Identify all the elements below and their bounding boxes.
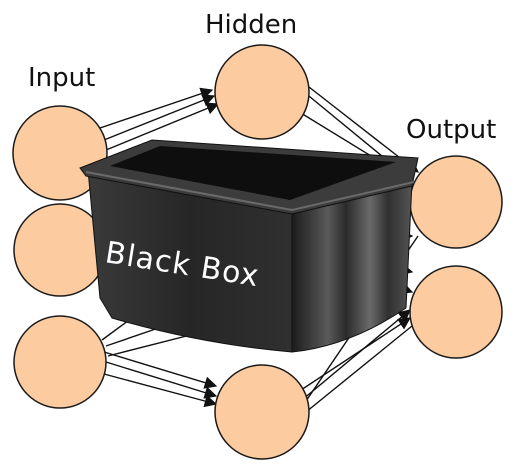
hidden-node-1 xyxy=(214,44,310,140)
input-node-3 xyxy=(13,315,107,409)
output-label: Output xyxy=(406,115,496,145)
output-node-1 xyxy=(409,155,503,249)
connections xyxy=(99,79,421,413)
black-box-front xyxy=(87,169,293,353)
input-label: Input xyxy=(28,63,95,93)
connection-input3-hidden2-c xyxy=(103,373,218,408)
connection-input1-hidden1-b xyxy=(105,102,220,151)
black-box: Black Box xyxy=(79,139,419,353)
connection-input3-hidden2-a xyxy=(103,351,218,389)
hidden-label: Hidden xyxy=(205,10,297,40)
connection-hidden2-output2-b xyxy=(297,317,412,393)
connection-input1-hidden1-c xyxy=(99,87,214,129)
hidden-node-2 xyxy=(214,364,310,460)
black-box-opening xyxy=(110,146,396,200)
input-node-1 xyxy=(12,105,108,201)
output-node-2 xyxy=(409,265,503,359)
black-box-rim-highlight xyxy=(85,171,415,212)
connection-input1-hidden1-a xyxy=(103,94,216,141)
black-box-side xyxy=(291,181,413,353)
connection-hidden2-output2-c xyxy=(305,325,413,413)
connection-input3-hidden2-b xyxy=(105,361,218,399)
connection-hidden2-output2-a xyxy=(301,309,411,401)
